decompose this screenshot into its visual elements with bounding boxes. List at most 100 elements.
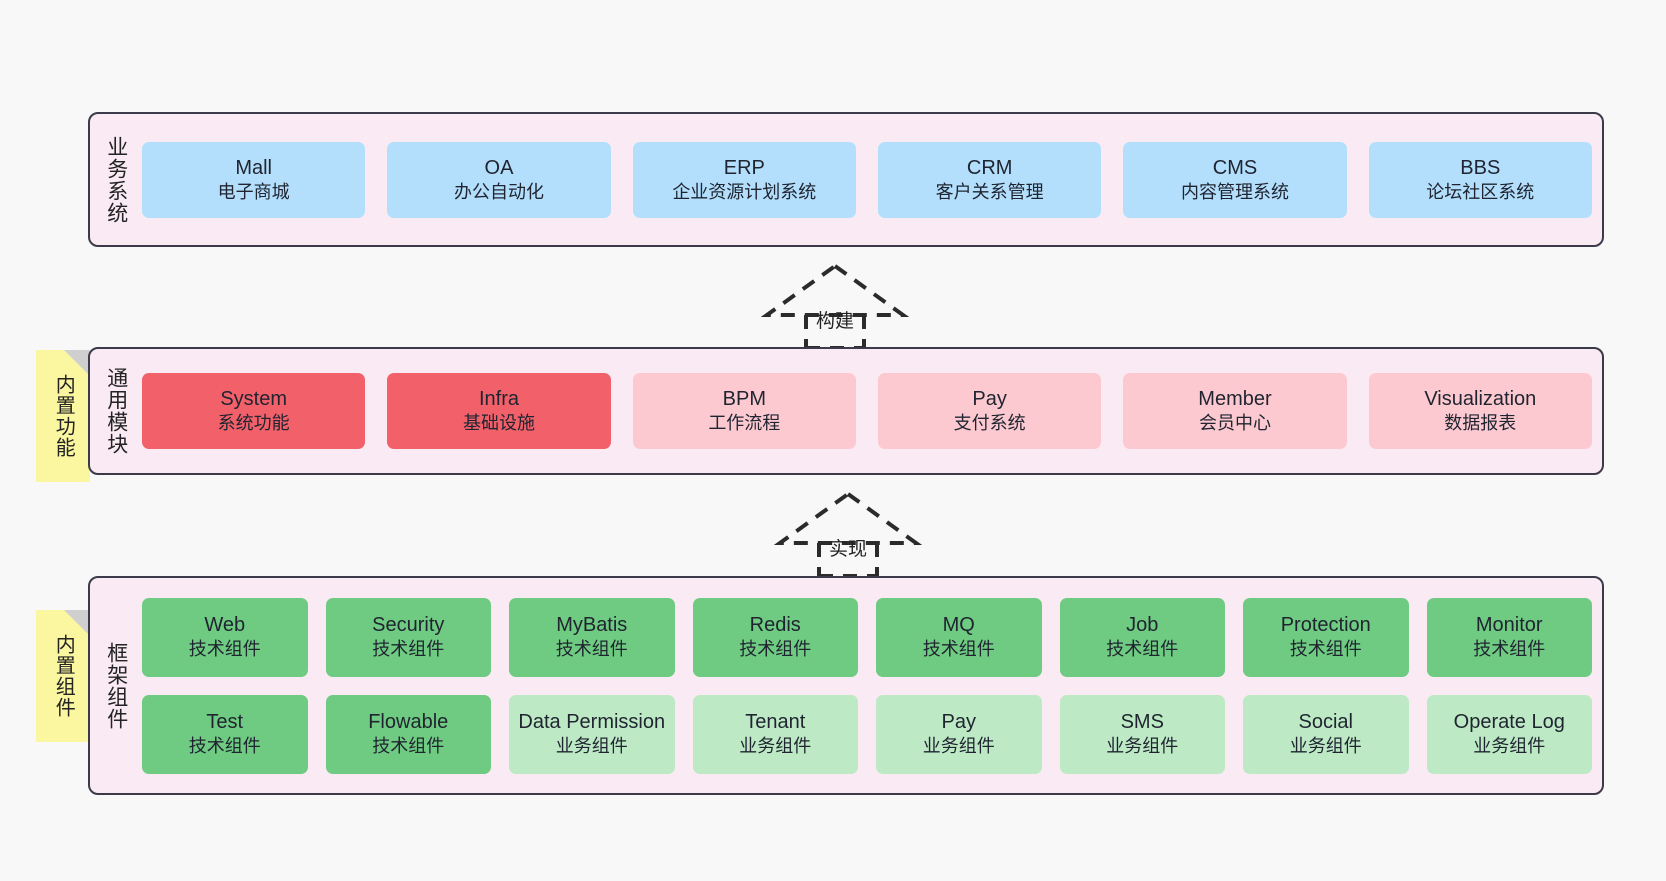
card-subtitle: 企业资源计划系统 xyxy=(672,181,817,202)
card-title: Monitor xyxy=(1475,614,1543,637)
card-monitor[interactable]: Monitor 技术组件 xyxy=(1426,597,1592,677)
card-bpm[interactable]: BPM 工作流程 xyxy=(632,373,856,449)
card-test[interactable]: Test 技术组件 xyxy=(142,694,308,774)
card-title: Member xyxy=(1198,388,1272,411)
card-infra[interactable]: Infra 基础设施 xyxy=(387,373,611,449)
card-title: Flowable xyxy=(368,711,449,734)
card-row: Test 技术组件 Flowable 技术组件 Data Permission … xyxy=(142,694,1592,774)
layer-body-common-modules: System 系统功能 Infra 基础设施 BPM 工作流程 Pay 支付系统… xyxy=(142,349,1602,473)
card-subtitle: 业务组件 xyxy=(555,736,628,757)
card-subtitle: 内容管理系统 xyxy=(1180,181,1289,202)
card-title: Mall xyxy=(235,156,272,179)
arrow-implement: 实现 xyxy=(773,490,923,578)
card-title: Data Permission xyxy=(518,711,666,734)
card-subtitle: 客户关系管理 xyxy=(935,181,1044,202)
card-erp[interactable]: ERP 企业资源计划系统 xyxy=(632,141,856,218)
arrow-build-label: 构建 xyxy=(815,311,855,332)
card-title: MyBatis xyxy=(556,614,628,637)
card-mq[interactable]: MQ 技术组件 xyxy=(876,597,1042,677)
note-fold-corner-icon xyxy=(64,350,90,376)
card-subtitle: 技术组件 xyxy=(1289,639,1362,660)
note-label: 内置组件 xyxy=(52,634,75,718)
layer-common-modules: 通用模块 System 系统功能 Infra 基础设施 BPM 工作流程 Pay… xyxy=(88,347,1604,475)
layer-title-business-systems: 业务系统 xyxy=(104,135,128,224)
card-title: CRM xyxy=(966,156,1013,179)
card-mybatis[interactable]: MyBatis 技术组件 xyxy=(509,597,675,677)
card-subtitle: 技术组件 xyxy=(188,639,261,660)
card-row: Mall 电子商城 OA 办公自动化 ERP 企业资源计划系统 CRM 客户关系… xyxy=(142,141,1592,218)
card-sms[interactable]: SMS 业务组件 xyxy=(1059,694,1225,774)
card-pay-component[interactable]: Pay 业务组件 xyxy=(876,694,1042,774)
layer-title-framework-components: 框架组件 xyxy=(104,641,128,730)
card-flowable[interactable]: Flowable 技术组件 xyxy=(325,694,491,774)
card-title: BBS xyxy=(1460,156,1501,179)
arrow-implement-label: 实现 xyxy=(828,539,868,560)
card-subtitle: 数据报表 xyxy=(1444,413,1517,434)
card-web[interactable]: Web 技术组件 xyxy=(142,597,308,677)
card-subtitle: 工作流程 xyxy=(708,413,781,434)
card-job[interactable]: Job 技术组件 xyxy=(1059,597,1225,677)
card-subtitle: 办公自动化 xyxy=(453,181,544,202)
card-cms[interactable]: CMS 内容管理系统 xyxy=(1123,141,1347,218)
layer-title-common-modules: 通用模块 xyxy=(104,367,128,455)
note-builtin-features: 内置功能 xyxy=(36,350,90,482)
card-visualization[interactable]: Visualization 数据报表 xyxy=(1368,373,1592,449)
note-fold-corner-icon xyxy=(64,610,90,636)
card-subtitle: 技术组件 xyxy=(372,639,445,660)
card-title: ERP xyxy=(723,156,765,179)
card-subtitle: 业务组件 xyxy=(922,736,995,757)
card-title: Pay xyxy=(972,388,1007,411)
card-row: System 系统功能 Infra 基础设施 BPM 工作流程 Pay 支付系统… xyxy=(142,373,1592,449)
card-title: Operate Log xyxy=(1453,711,1565,734)
card-system[interactable]: System 系统功能 xyxy=(142,373,366,449)
card-subtitle: 技术组件 xyxy=(372,736,445,757)
card-title: Job xyxy=(1126,614,1159,637)
card-title: Security xyxy=(372,614,445,637)
card-subtitle: 技术组件 xyxy=(555,639,628,660)
card-title: System xyxy=(220,388,287,411)
card-subtitle: 技术组件 xyxy=(739,639,812,660)
card-security[interactable]: Security 技术组件 xyxy=(325,597,491,677)
card-title: MQ xyxy=(942,614,975,637)
card-subtitle: 技术组件 xyxy=(922,639,995,660)
arrow-build: 构建 xyxy=(760,262,910,350)
card-subtitle: 系统功能 xyxy=(217,413,290,434)
card-bbs[interactable]: BBS 论坛社区系统 xyxy=(1368,141,1592,218)
card-subtitle: 技术组件 xyxy=(1473,639,1546,660)
card-title: CMS xyxy=(1212,156,1258,179)
card-crm[interactable]: CRM 客户关系管理 xyxy=(877,141,1102,218)
card-title: SMS xyxy=(1120,711,1164,734)
card-tenant[interactable]: Tenant 业务组件 xyxy=(692,694,858,774)
layer-business-systems: 业务系统 Mall 电子商城 OA 办公自动化 ERP 企业资源计划系统 CRM… xyxy=(88,112,1604,247)
card-operate-log[interactable]: Operate Log 业务组件 xyxy=(1426,694,1592,774)
card-title: Infra xyxy=(478,388,519,411)
card-title: Visualization xyxy=(1424,388,1537,411)
layer-framework-components: 框架组件 Web 技术组件 Security 技术组件 MyBatis 技术组件… xyxy=(88,576,1604,795)
card-title: Tenant xyxy=(745,711,806,734)
card-subtitle: 论坛社区系统 xyxy=(1426,181,1535,202)
card-protection[interactable]: Protection 技术组件 xyxy=(1243,597,1409,677)
layer-body-business-systems: Mall 电子商城 OA 办公自动化 ERP 企业资源计划系统 CRM 客户关系… xyxy=(142,114,1602,245)
card-subtitle: 技术组件 xyxy=(1106,639,1179,660)
card-social[interactable]: Social 业务组件 xyxy=(1243,694,1409,774)
card-title: Web xyxy=(204,614,246,637)
card-title: Protection xyxy=(1280,614,1371,637)
card-data-permission[interactable]: Data Permission 业务组件 xyxy=(509,694,675,774)
card-subtitle: 业务组件 xyxy=(1106,736,1179,757)
card-title: BPM xyxy=(722,388,766,411)
card-title: Pay xyxy=(941,711,976,734)
card-subtitle: 技术组件 xyxy=(188,736,261,757)
note-builtin-components: 内置组件 xyxy=(36,610,90,742)
card-title: OA xyxy=(484,156,514,179)
card-subtitle: 会员中心 xyxy=(1198,413,1271,434)
card-title: Test xyxy=(206,711,244,734)
layer-body-framework-components: Web 技术组件 Security 技术组件 MyBatis 技术组件 Redi… xyxy=(142,578,1602,793)
card-row: Web 技术组件 Security 技术组件 MyBatis 技术组件 Redi… xyxy=(142,597,1592,677)
note-label: 内置功能 xyxy=(52,374,75,458)
card-redis[interactable]: Redis 技术组件 xyxy=(692,597,858,677)
card-pay[interactable]: Pay 支付系统 xyxy=(877,373,1102,449)
card-oa[interactable]: OA 办公自动化 xyxy=(387,141,611,218)
card-mall[interactable]: Mall 电子商城 xyxy=(142,141,366,218)
card-member[interactable]: Member 会员中心 xyxy=(1123,373,1347,449)
